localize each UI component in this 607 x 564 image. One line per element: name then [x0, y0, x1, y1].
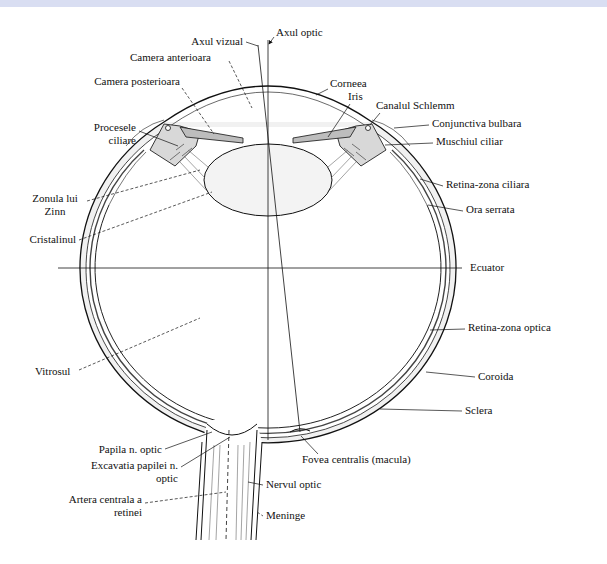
leader-line [257, 512, 263, 516]
top-band [0, 0, 607, 7]
central-artery [226, 430, 229, 540]
leader-line [145, 492, 226, 503]
leader-line [182, 88, 214, 134]
leader-line [420, 179, 443, 186]
leader-line [426, 372, 475, 377]
part-label: Ora serrata [466, 203, 515, 216]
leader-line [139, 131, 178, 146]
leader-line [181, 437, 230, 467]
part-label: Canalul Schlemm [376, 99, 455, 112]
part-label: Fovea centralis (macula) [302, 453, 411, 466]
leader-line [394, 125, 429, 128]
leader-lines [79, 37, 475, 516]
optic-axis [268, 40, 269, 440]
optic-papilla [207, 424, 257, 435]
leader-line [87, 170, 200, 201]
schlemm-canal [166, 126, 171, 131]
part-label: Corneea [330, 77, 367, 90]
part-label: Camera anterioara [130, 51, 211, 64]
leader-line [428, 205, 463, 211]
part-label: Excavatia papilei n. optic [78, 459, 178, 485]
part-label: Camera posterioara [94, 75, 180, 88]
retina-ciliary [390, 152, 427, 205]
part-label: Retina-zona optica [468, 321, 551, 334]
part-label: Ecuator [470, 261, 504, 274]
optic-nerve [201, 430, 257, 540]
visual-axis [258, 45, 300, 432]
fovea [290, 429, 310, 432]
part-label: Muschiul ciliar [436, 135, 503, 148]
iris [293, 127, 356, 143]
leader-line [380, 409, 462, 411]
leader-line [79, 318, 200, 370]
leader-line [79, 192, 212, 240]
zonule-fibers [180, 150, 208, 191]
nerve-fibers [209, 442, 250, 540]
schlemm-canal [366, 126, 371, 131]
part-label: Procesele ciliare [76, 121, 136, 147]
ciliary-process [170, 144, 192, 160]
leader-line [316, 89, 328, 95]
part-label: Sclera [465, 404, 492, 417]
leader-line [229, 61, 252, 108]
part-label: Meninge [266, 509, 305, 522]
part-label: Artera centrala a retinei [47, 493, 142, 519]
part-label: Papila n. optic [99, 443, 162, 456]
leader-line [328, 104, 350, 137]
leader-line [246, 42, 258, 46]
part-label: Axul vizual [191, 35, 243, 48]
part-label: Cristalinul [30, 233, 76, 246]
part-label: Coroida [478, 370, 513, 383]
part-label: Vitrosul [35, 365, 70, 378]
ciliary-process [344, 144, 366, 160]
zonule-fibers [328, 150, 356, 191]
leader-line [301, 436, 318, 454]
part-label: Zonula lui Zinn [26, 192, 84, 218]
iris [180, 127, 243, 143]
leader-line [248, 482, 263, 485]
part-label: Axul optic [276, 26, 323, 39]
leader-line [385, 143, 433, 145]
part-label: Retina-zona ciliara [446, 178, 529, 191]
part-label: Conjunctiva bulbara [432, 117, 522, 130]
leader-line [370, 113, 380, 125]
part-label: Iris [348, 90, 363, 103]
equator-line [58, 268, 462, 269]
part-label: Nervul optic [266, 478, 321, 491]
leader-line [165, 432, 212, 449]
leader-line [269, 37, 274, 44]
leader-line [430, 329, 465, 330]
retina-ciliary [109, 152, 146, 205]
